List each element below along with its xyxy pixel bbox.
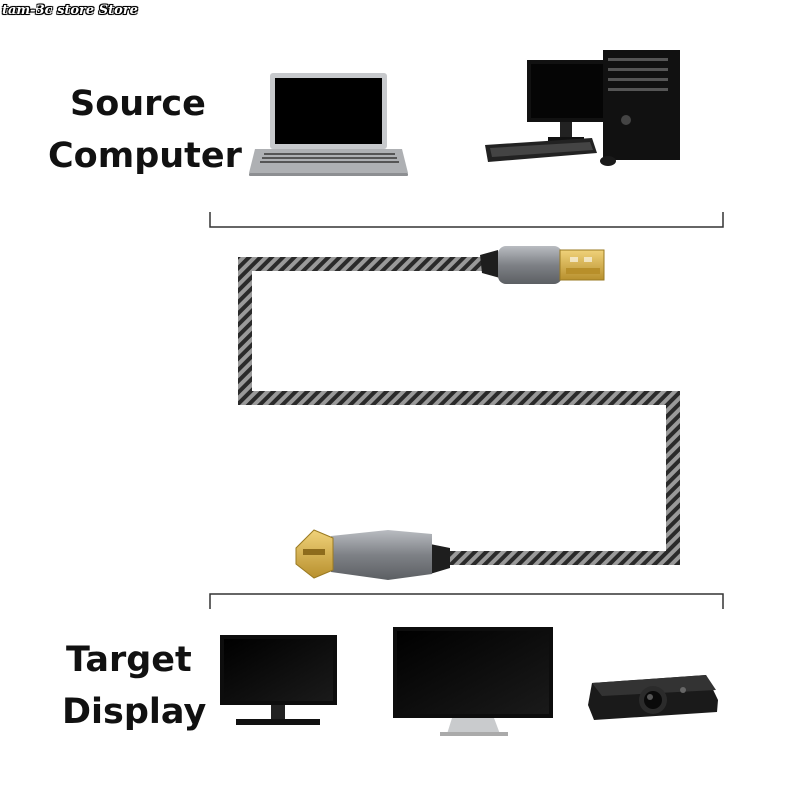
source-line-1: Source (70, 84, 206, 124)
tv-icon (393, 627, 553, 736)
laptop-icon (249, 73, 408, 176)
target-bracket (209, 593, 724, 609)
source-line-2: Computer (48, 136, 242, 176)
target-line-2: Display (62, 692, 207, 732)
desktop-pc-icon (485, 50, 680, 166)
store-watermark: tam-3c store Store (2, 3, 138, 18)
target-line-1: Target (66, 640, 192, 680)
monitor-icon (220, 635, 337, 725)
source-computer-label: Source Computer (48, 78, 242, 182)
usb-a-connector-icon (480, 246, 605, 284)
projector-icon (588, 675, 718, 720)
hdmi-connector-icon (295, 529, 450, 580)
target-display-label: Target Display (62, 634, 206, 738)
braided-cable (238, 257, 680, 565)
source-bracket (209, 212, 724, 228)
